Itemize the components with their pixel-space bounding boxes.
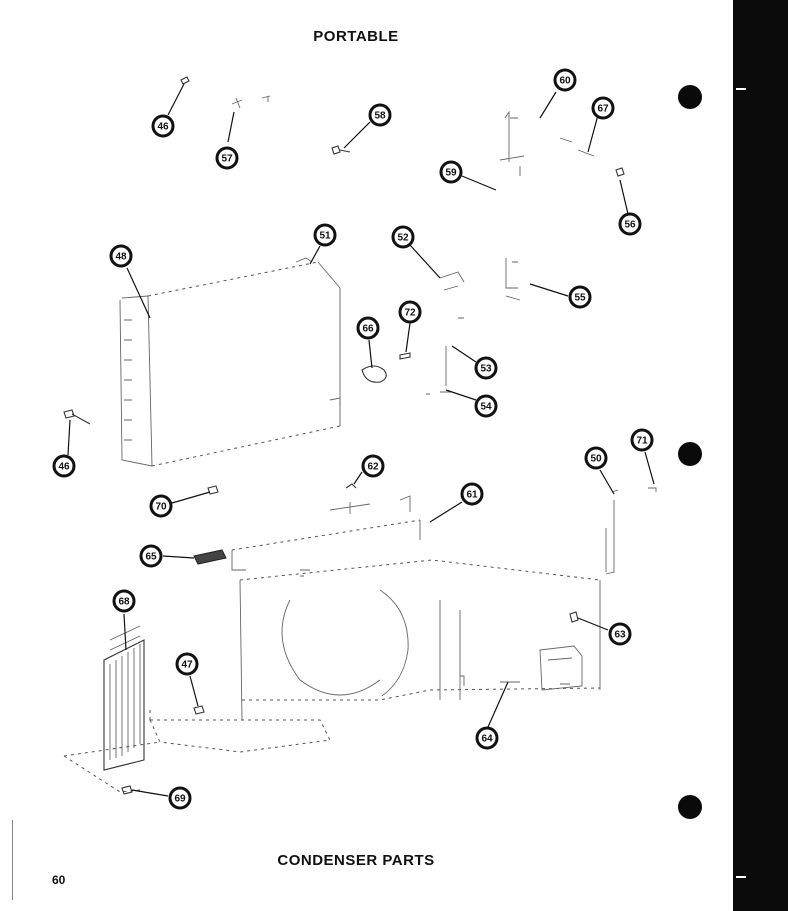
base-pan xyxy=(149,483,601,753)
callout-64: 64 xyxy=(475,726,499,750)
page-edge-rule xyxy=(12,820,13,900)
condenser-coil xyxy=(119,257,341,467)
svg-text:46: 46 xyxy=(157,122,169,133)
svg-text:63: 63 xyxy=(614,630,626,641)
svg-text:50: 50 xyxy=(590,454,602,465)
svg-text:48: 48 xyxy=(115,252,127,263)
leader-lines xyxy=(67,83,655,797)
bracket-assembly xyxy=(499,110,625,301)
motor-bracket xyxy=(426,271,465,395)
bolt-part xyxy=(331,145,351,155)
callout-55: 55 xyxy=(568,285,592,309)
page-title: PORTABLE xyxy=(313,28,399,45)
screw-part xyxy=(180,76,271,109)
svg-text:57: 57 xyxy=(221,154,233,165)
callout-46: 46 xyxy=(151,114,175,138)
callout-61: 61 xyxy=(460,482,484,506)
svg-text:69: 69 xyxy=(174,794,186,805)
callout-66: 66 xyxy=(356,316,380,340)
svg-text:67: 67 xyxy=(597,104,609,115)
svg-text:61: 61 xyxy=(466,490,478,501)
callout-63: 63 xyxy=(608,622,632,646)
callout-71: 71 xyxy=(630,428,654,452)
svg-text:53: 53 xyxy=(480,364,492,375)
svg-text:72: 72 xyxy=(404,308,416,319)
callout-69: 69 xyxy=(168,786,192,810)
callout-70: 70 xyxy=(149,494,173,518)
binding-tick xyxy=(736,88,746,90)
svg-text:66: 66 xyxy=(362,324,374,335)
svg-text:51: 51 xyxy=(319,231,331,242)
callout-62: 62 xyxy=(361,454,385,478)
screw-47 xyxy=(193,705,205,715)
shroud-plate xyxy=(361,352,411,383)
callout-59: 59 xyxy=(439,160,463,184)
svg-text:62: 62 xyxy=(367,462,379,473)
svg-text:56: 56 xyxy=(624,220,636,231)
screw-46 xyxy=(63,409,91,425)
svg-text:71: 71 xyxy=(636,436,648,447)
callout-54: 54 xyxy=(474,394,498,418)
diagram-caption: CONDENSER PARTS xyxy=(277,852,435,869)
filter-part xyxy=(193,549,227,565)
part-drawings xyxy=(63,76,657,795)
compressor-mount xyxy=(460,645,583,691)
page-number: 60 xyxy=(52,873,66,887)
binding-tick xyxy=(736,876,746,878)
callout-46-lower: 46 xyxy=(52,454,76,478)
svg-text:64: 64 xyxy=(481,734,493,745)
callout-60: 60 xyxy=(553,68,577,92)
callout-51: 51 xyxy=(313,223,337,247)
side-panel xyxy=(605,487,657,575)
punch-hole xyxy=(678,795,702,819)
svg-text:65: 65 xyxy=(145,552,157,563)
callout-72: 72 xyxy=(398,300,422,324)
callout-48: 48 xyxy=(109,244,133,268)
screw-63 xyxy=(569,611,579,623)
callout-50: 50 xyxy=(584,446,608,470)
svg-text:58: 58 xyxy=(374,111,386,122)
svg-text:70: 70 xyxy=(155,502,167,513)
callout-67: 67 xyxy=(591,96,615,120)
svg-text:68: 68 xyxy=(118,597,130,608)
callout-52: 52 xyxy=(391,225,415,249)
callout-56: 56 xyxy=(618,212,642,236)
callout-53: 53 xyxy=(474,356,498,380)
screw-70 xyxy=(207,485,219,495)
svg-text:59: 59 xyxy=(445,168,457,179)
louver-panel xyxy=(103,625,145,771)
callout-47: 47 xyxy=(175,652,199,676)
svg-text:52: 52 xyxy=(397,233,409,244)
punch-hole xyxy=(678,442,702,466)
svg-text:47: 47 xyxy=(181,660,193,671)
svg-text:46: 46 xyxy=(58,462,70,473)
callout-68: 68 xyxy=(112,589,136,613)
svg-text:60: 60 xyxy=(559,76,571,87)
binding-strip xyxy=(733,0,788,911)
callout-65: 65 xyxy=(139,544,163,568)
callout-57: 57 xyxy=(215,146,239,170)
svg-text:55: 55 xyxy=(574,293,586,304)
svg-text:54: 54 xyxy=(480,402,492,413)
callout-58: 58 xyxy=(368,103,392,127)
punch-hole xyxy=(678,85,702,109)
